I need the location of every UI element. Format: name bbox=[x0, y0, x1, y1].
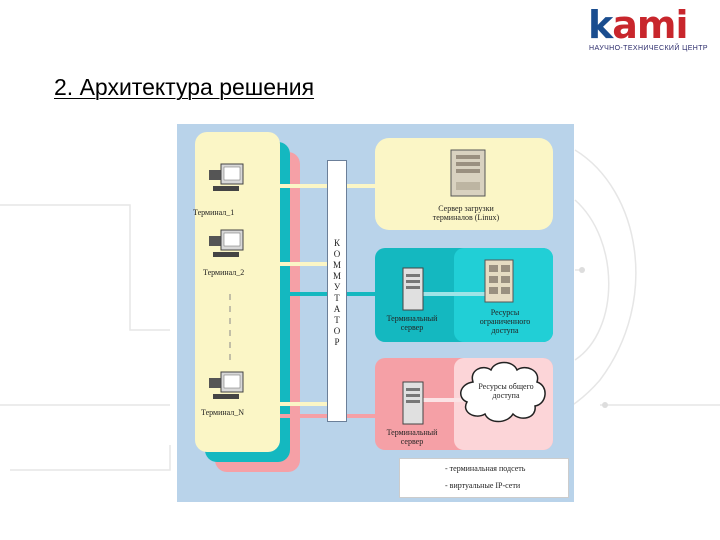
switch-letter: К bbox=[333, 238, 340, 248]
terminal-n-label: Терминал_N bbox=[201, 408, 245, 417]
teal-terminal-server-label: Терминальный сервер bbox=[375, 314, 449, 332]
architecture-diagram: К О М М У Т А Т О Р Терминал_1 Терминал_… bbox=[177, 124, 574, 502]
switch-letter: А bbox=[333, 304, 341, 314]
legend bbox=[399, 458, 569, 498]
terminal-n-computer-icon bbox=[209, 371, 244, 399]
terminal-1-label: Терминал_1 bbox=[193, 208, 235, 217]
label-line: доступа bbox=[492, 391, 520, 400]
switch-letter: Т bbox=[334, 315, 340, 325]
network-switch: К О М М У Т А Т О Р bbox=[327, 160, 347, 422]
label-line: Терминальный bbox=[386, 428, 438, 437]
terminal-2-computer-icon bbox=[209, 229, 244, 257]
terminal-subnet-panel bbox=[195, 132, 280, 452]
switch-letter: О bbox=[333, 249, 341, 259]
teal-terminal-server-icon bbox=[402, 267, 424, 311]
terminal-2-label: Терминал_2 bbox=[203, 268, 245, 277]
switch-letter: М bbox=[332, 260, 341, 270]
label-line: Терминальный bbox=[386, 314, 438, 323]
pink-terminal-server-icon bbox=[402, 381, 424, 425]
switch-letter: М bbox=[332, 271, 341, 281]
pink-terminal-server-label: Терминальный сервер bbox=[375, 428, 449, 446]
label-line: Ресурсы bbox=[490, 308, 520, 317]
label-line: сервер bbox=[400, 323, 424, 332]
boot-server-label: Сервер загрузки терминалов (Linux) bbox=[421, 204, 511, 222]
boot-server-icon bbox=[450, 149, 486, 197]
kami-logo: kami НАУЧНО-ТЕХНИЧЕСКИЙ ЦЕНТР bbox=[588, 4, 712, 56]
diagram-shapes bbox=[195, 132, 553, 490]
label-line: терминалов (Linux) bbox=[432, 213, 500, 222]
legend-terminal-subnet: - терминальная подсеть bbox=[445, 464, 526, 473]
label-line: сервер bbox=[400, 437, 424, 446]
label-line: Ресурсы общего bbox=[478, 382, 534, 391]
switch-letter: У bbox=[333, 282, 341, 292]
terminal-1-computer-icon bbox=[209, 163, 244, 191]
restricted-resources-icon bbox=[484, 259, 514, 303]
label-line: доступа bbox=[491, 326, 519, 335]
public-resources-label: Ресурсы общего доступа bbox=[471, 382, 541, 400]
logo-wordmark: kami bbox=[588, 3, 689, 47]
switch-letter: Р bbox=[334, 337, 340, 347]
public-resources-cloud-icon bbox=[460, 361, 546, 423]
switch-letter: О bbox=[333, 326, 341, 336]
switch-letter: Т bbox=[334, 293, 340, 303]
label-line: ограниченного bbox=[479, 317, 531, 326]
legend-virtual-ip-networks: - виртуальные IP-сети bbox=[445, 481, 521, 490]
logo-subtitle: НАУЧНО-ТЕХНИЧЕСКИЙ ЦЕНТР bbox=[589, 45, 708, 52]
label-line: Сервер загрузки bbox=[438, 204, 494, 213]
slide-title: 2. Архитектура решения bbox=[54, 74, 315, 100]
restricted-resources-label: Ресурсы ограниченного доступа bbox=[463, 308, 547, 335]
